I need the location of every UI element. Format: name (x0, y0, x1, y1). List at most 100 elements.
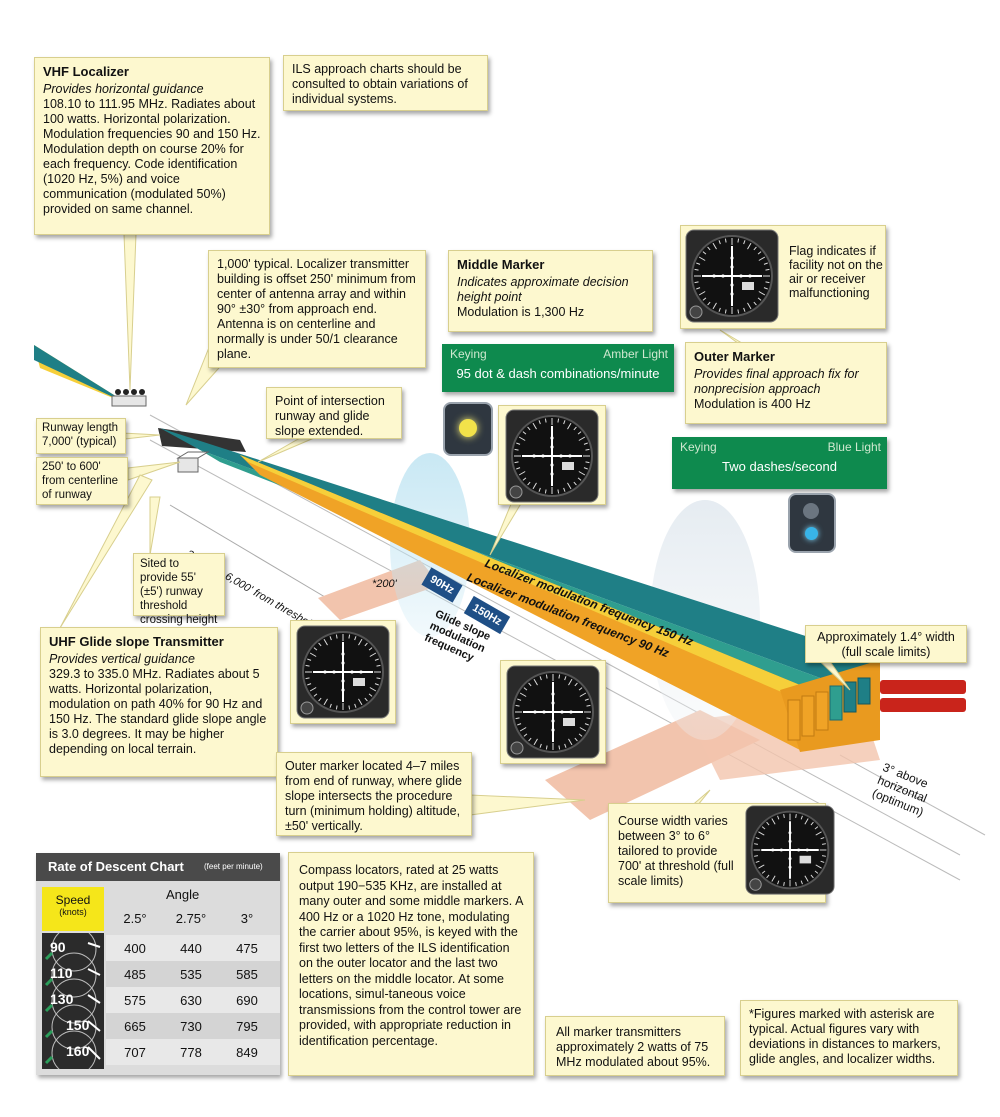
gauge-flag (562, 462, 574, 470)
gauge-flag (742, 282, 754, 290)
gauge-tick (754, 844, 758, 845)
table-cell: 485 (110, 967, 160, 982)
sited-text: Sited to provide 55' (±5') runway thresh… (140, 557, 218, 627)
table-cell: 630 (166, 993, 216, 1008)
ils-charts-note: ILS approach charts should be consulted … (283, 55, 488, 111)
cdi-gauge-lower (505, 664, 601, 760)
middle-marker-keying-label: Keying (450, 347, 487, 361)
ils-charts-text: ILS approach charts should be consulted … (292, 62, 479, 107)
marker-transmitters-text: All marker transmitters approximately 2 … (556, 1025, 714, 1070)
obs-knob (301, 702, 313, 714)
gauge-tick (515, 449, 519, 450)
localizer-building-text: 1,000' typical. Localizer transmitter bu… (217, 257, 417, 362)
outer-marker-keying-value: Two dashes/second (672, 459, 887, 474)
gauge-tick (754, 856, 758, 857)
outer-marker-location-text: Outer marker located 4–7 miles from end … (285, 759, 463, 834)
table-cell: 690 (222, 993, 272, 1008)
uhf-glide-slope-title: UHF Glide slope Transmitter (49, 634, 269, 649)
gauge-tick (546, 675, 547, 679)
middle-marker-light (443, 402, 493, 456)
angle-col-3: 3° (222, 911, 272, 926)
gauge-tick (558, 419, 559, 423)
compass-locators-note: Compass locators, rated at 25 watts outp… (288, 852, 534, 1076)
intersection-note: Point of intersection runway and glide s… (266, 387, 402, 439)
uhf-glide-slope-subtitle: Provides vertical guidance (49, 652, 269, 667)
obs-knob (750, 879, 762, 891)
middle-marker-note: Middle Marker Indicates approximate deci… (448, 250, 653, 332)
width-note: Approximately 1.4° width (full scale lim… (805, 625, 967, 663)
table-cell: 795 (222, 1019, 272, 1034)
gauge-tick (784, 814, 785, 818)
gauge-tick (695, 282, 699, 283)
gauge-tick (546, 745, 547, 749)
amber-light-lens (459, 419, 477, 437)
gauge-tick (585, 462, 589, 463)
table-cell: 707 (110, 1045, 160, 1060)
gauge-tick (765, 269, 769, 270)
glide-offset-text: 250' to 600' from centerline of runway (42, 460, 122, 502)
gauge-tick (559, 675, 560, 679)
rate-of-descent-title-bar: Rate of Descent Chart (feet per minute) (36, 853, 280, 881)
outer-marker-keying-label: Keying (680, 440, 717, 454)
intersection-text: Point of intersection runway and glide s… (275, 394, 393, 439)
gauge-tick (376, 678, 380, 679)
cdi-gauge-course (744, 804, 836, 896)
angle-col-1: 2.5° (110, 911, 160, 926)
speed-header: Speed (knots) (42, 887, 104, 931)
angle-col-2: 2.75° (166, 911, 216, 926)
angle-label: Angle (166, 887, 199, 902)
gauge-tick (585, 449, 589, 450)
width-text: Approximately 1.4° width (full scale lim… (810, 630, 962, 660)
gauge-tick (336, 635, 337, 639)
middle-marker-title: Middle Marker (457, 257, 644, 272)
speed-90: 90 (50, 939, 106, 963)
rate-of-descent-title: Rate of Descent Chart (48, 859, 184, 874)
middle-marker-light-label: Amber Light (603, 347, 668, 361)
table-cell: 730 (166, 1019, 216, 1034)
compass-locators-text: Compass locators, rated at 25 watts outp… (299, 863, 523, 1049)
outer-marker-light (788, 493, 836, 553)
outer-marker-subtitle: Provides final approach fix for nonpreci… (694, 367, 878, 397)
rate-of-descent-chart: Rate of Descent Chart (feet per minute) … (36, 853, 280, 1075)
gauge-tick (545, 419, 546, 423)
outer-marker-body: Modulation is 400 Hz (694, 397, 878, 412)
gauge-tick (349, 635, 350, 639)
gauge-tick (796, 882, 797, 886)
gauge-tick (559, 745, 560, 749)
table-cell: 849 (222, 1045, 272, 1060)
cdi-gauge-flag (684, 228, 780, 324)
outer-marker-location-note: Outer marker located 4–7 miles from end … (276, 752, 472, 836)
gauge-tick (725, 239, 726, 243)
table-cell: 665 (110, 1019, 160, 1034)
obs-knob (690, 306, 702, 318)
gauge-tick (516, 705, 520, 706)
outer-marker-title: Outer Marker (694, 349, 878, 364)
localizer-antenna-rods (880, 680, 966, 712)
gauge-tick (784, 882, 785, 886)
vhf-localizer-subtitle: Provides horizontal guidance (43, 82, 261, 97)
localizer-building-note: 1,000' typical. Localizer transmitter bu… (208, 250, 426, 368)
gauge-flag (800, 856, 812, 864)
cdi-gauge-left (295, 624, 391, 720)
gauge-tick (586, 718, 590, 719)
middle-marker-body: Modulation is 1,300 Hz (457, 305, 644, 320)
speed-label: Speed (42, 893, 104, 907)
course-width-text: Course width varies between 3° to 6° tai… (618, 814, 744, 889)
gauge-flag (353, 678, 365, 686)
vhf-localizer-body: 108.10 to 111.95 MHz. Radiates about 100… (43, 97, 261, 217)
localizer-antenna-array (112, 389, 146, 406)
marker-transmitters-note: All marker transmitters approximately 2 … (545, 1016, 725, 1076)
sited-note: Sited to provide 55' (±5') runway thresh… (133, 553, 225, 616)
gauge-tick (545, 489, 546, 493)
table-cell: 400 (110, 941, 160, 956)
gauge-tick (796, 814, 797, 818)
gauge-tick (336, 705, 337, 709)
runway-length-note: Runway length 7,000' (typical) (36, 418, 126, 454)
gauge-tick (558, 489, 559, 493)
gauge-tick (349, 705, 350, 709)
uhf-glide-slope-body: 329.3 to 335.0 MHz. Radiates about 5 wat… (49, 667, 269, 757)
table-cell: 440 (166, 941, 216, 956)
speed-110: 110 (50, 965, 106, 989)
gauge-tick (516, 718, 520, 719)
gauge-tick (586, 705, 590, 706)
